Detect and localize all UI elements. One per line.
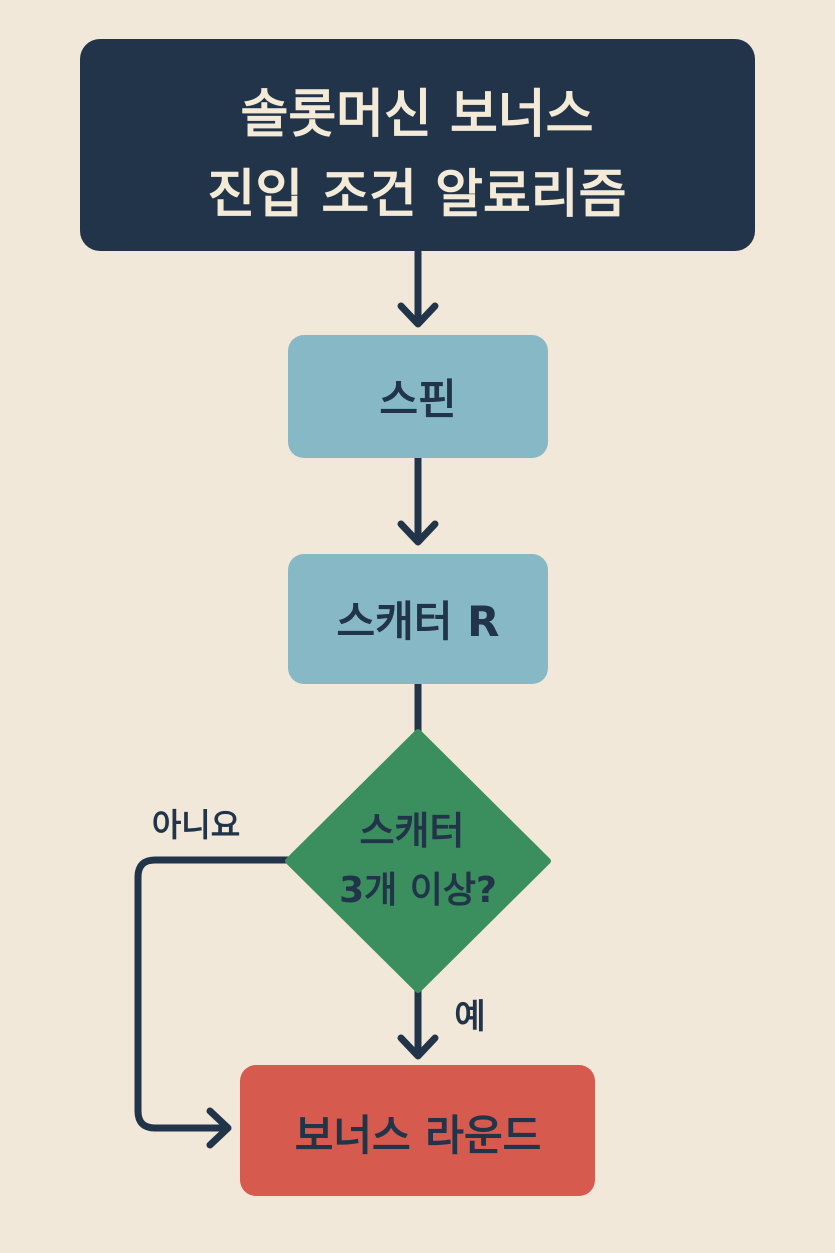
arrowhead-spin-to-scatter xyxy=(397,520,439,546)
edge-decision-no xyxy=(134,856,293,1132)
bonus-box xyxy=(240,1065,595,1196)
decision-node: 스캐터 3개 이상? xyxy=(285,729,551,993)
decision-line-2: 3개 이상? xyxy=(339,870,497,911)
spin-label: 스핀 xyxy=(379,375,456,424)
spin-box xyxy=(288,335,548,458)
decision-line-1: 스캐터 xyxy=(360,809,465,853)
bonus-label: 보너스 라운드 xyxy=(295,1111,541,1160)
bonus-node: 보너스 라운드 xyxy=(240,1065,595,1196)
arrowhead-decision-yes xyxy=(397,1034,439,1060)
arrowhead-decision-no xyxy=(206,1107,232,1149)
title-line-1: 솔롯머신 보너스 xyxy=(241,85,594,145)
scatter-label: 스캐터 R xyxy=(337,597,500,646)
edge-label-no: 아니요 xyxy=(152,806,240,844)
scatter-node: 스캐터 R xyxy=(288,554,548,684)
scatter-box xyxy=(288,554,548,684)
title-line-2: 진입 조건 알료리즘 xyxy=(208,165,627,225)
decision-diamond xyxy=(285,729,551,993)
edges xyxy=(134,248,439,1149)
title-box xyxy=(80,39,755,251)
arrowhead-title-to-spin xyxy=(397,302,439,328)
spin-node: 스핀 xyxy=(288,335,548,458)
title-node: 솔롯머신 보너스 진입 조건 알료리즘 xyxy=(80,39,755,251)
edge-label-yes: 예 xyxy=(454,997,485,1037)
